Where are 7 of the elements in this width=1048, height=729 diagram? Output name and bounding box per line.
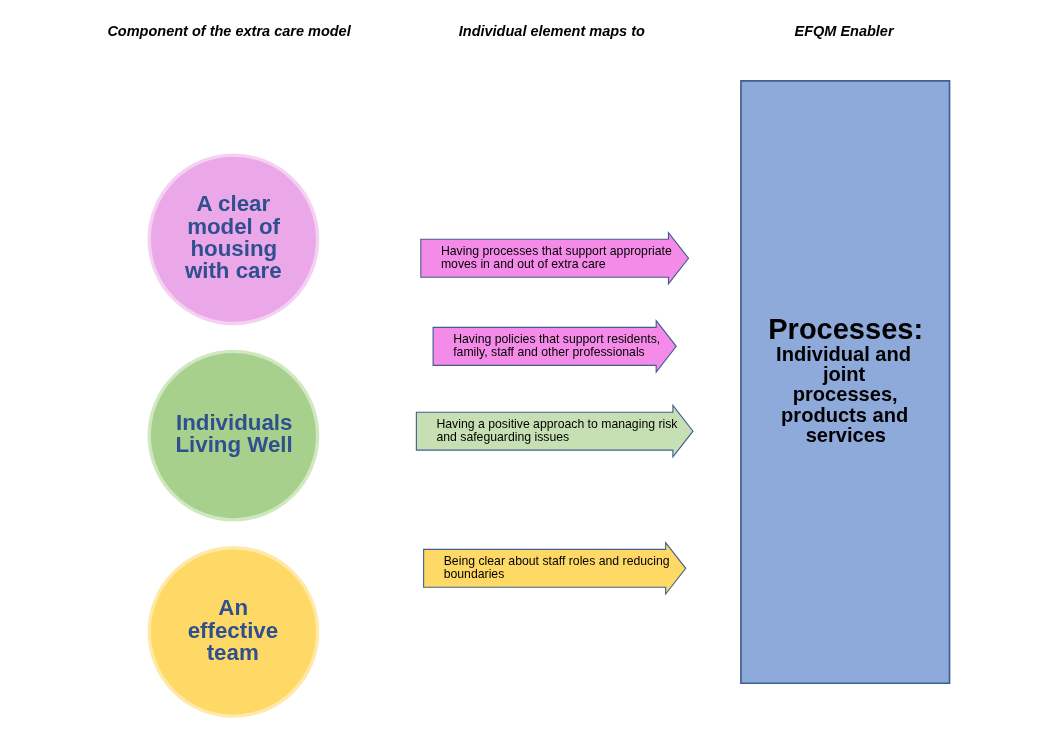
node-circle: An effective team (147, 546, 320, 718)
label: EFQM Enabler (794, 22, 894, 39)
label: Individual element maps to (458, 22, 645, 39)
node-circle: Individuals Living Well (147, 349, 320, 522)
node-box: Processes: Individual and joint processes, products and services (740, 80, 951, 685)
label: Component of the extra care model (107, 22, 351, 39)
node-circle: A clear model of housing with care (147, 153, 320, 326)
